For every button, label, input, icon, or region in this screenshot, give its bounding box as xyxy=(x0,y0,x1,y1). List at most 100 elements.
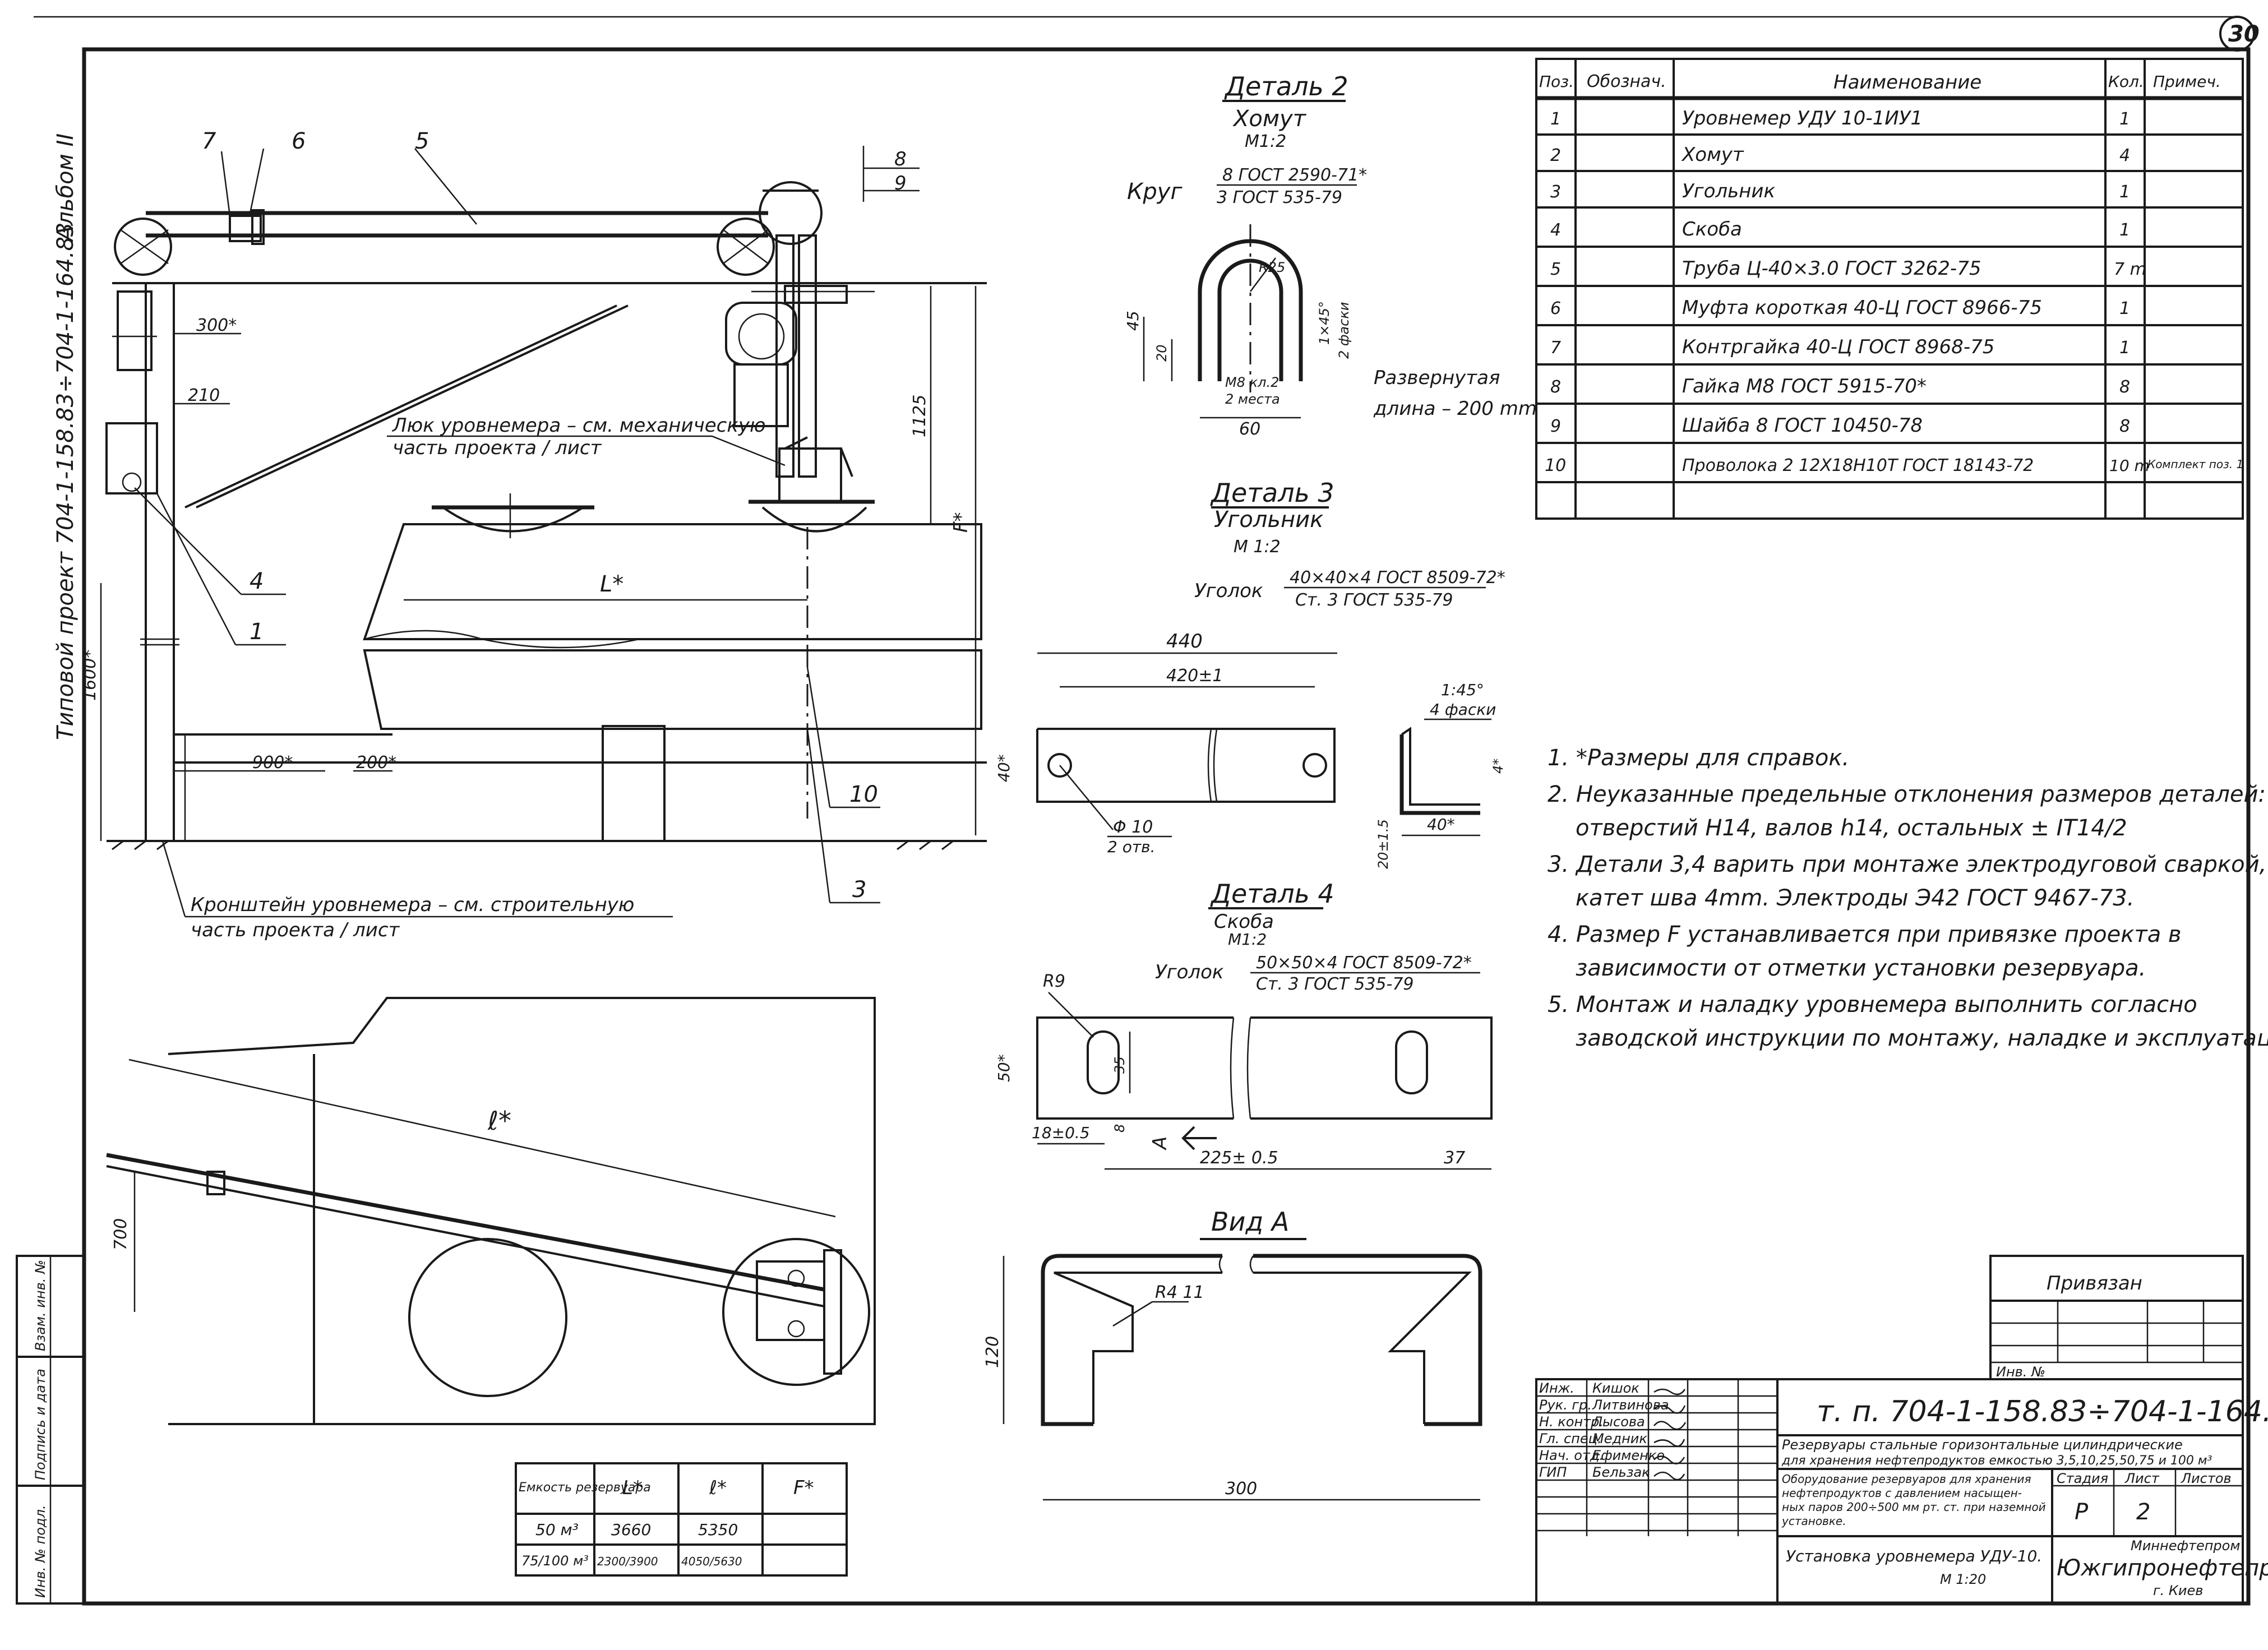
callout-8: 8 xyxy=(894,148,907,170)
note-bracket-2: часть проекта / лист xyxy=(191,919,400,941)
tb-signatures xyxy=(1653,1388,1687,1481)
spec-r3-pos: 3 xyxy=(1550,182,1561,202)
stamp-inv-orig: Инв. № подл. xyxy=(33,1505,48,1598)
tb-org3: г. Киев xyxy=(2153,1583,2203,1598)
detail2-material-label: Круг xyxy=(1127,179,1182,205)
tb-sub1: Оборудование резервуаров для хранения xyxy=(1782,1472,2031,1486)
detail3-d40: 40* xyxy=(995,754,1013,782)
detail2-mat-top: 8 ГОСТ 2590-71* xyxy=(1222,165,1367,185)
cap-r1-c0: 75/100 м³ xyxy=(521,1553,589,1569)
spec-header-note: Примеч. xyxy=(2153,72,2221,91)
dim-l-plan: ℓ* xyxy=(487,1106,511,1136)
viewa-d300: 300 xyxy=(1225,1479,1257,1499)
cap-header-0: Емкость резервуара xyxy=(519,1481,651,1495)
detail3-d20: 20±1.5 xyxy=(1375,819,1391,869)
detail2-thread2: 2 места xyxy=(1225,391,1280,407)
spec-header-qty: Кол. xyxy=(2108,72,2144,91)
stamp-signature: Подпись и дата xyxy=(33,1369,48,1480)
detail4-name: Скоба xyxy=(1214,910,1274,933)
cap-r0-c0: 50 м³ xyxy=(535,1520,579,1539)
callout-7: 7 xyxy=(202,128,216,154)
note-hatch-2: часть проекта / лист xyxy=(392,437,602,459)
spec-r5-pos: 5 xyxy=(1550,260,1561,279)
tb-item1: Установка уровнемера УДУ-10. xyxy=(1786,1547,2042,1565)
spec-r3-name: Угольник xyxy=(1682,180,1775,202)
detail2-thread: М8 кл.2 xyxy=(1225,375,1279,390)
spec-table: Поз. Обознач. Наименование Кол. Примеч. … xyxy=(1535,58,2244,520)
spec-header-pos: Поз. xyxy=(1539,72,1574,91)
sheet-number: 30 xyxy=(2228,21,2260,47)
detail-4: Деталь 4 Скоба М1:2 Уголок 50×50×4 ГОСТ … xyxy=(995,879,1493,1170)
spec-r4-name: Скоба xyxy=(1682,218,1742,241)
tb-org2: Южгипронефтепровод xyxy=(2057,1555,2268,1581)
callout-6: 6 xyxy=(292,128,306,154)
detail3-hole2: 2 отв. xyxy=(1107,838,1156,856)
note-4: 4. Размер F устанавливается при привязке… xyxy=(1548,922,2182,948)
spec-r5-qty: 7 m xyxy=(2114,260,2146,279)
note-bracket: Кронштейн уровнемера – см. строительную xyxy=(191,894,634,916)
detail4-scale: М1:2 xyxy=(1228,930,1267,949)
detail2-name: Хомут xyxy=(1232,106,1307,132)
spec-r3-qty: 1 xyxy=(2119,182,2130,202)
spec-r10-qty: 10 m xyxy=(2109,456,2150,475)
detail3-hole: Φ 10 xyxy=(1113,817,1153,837)
tb-sub3: ных паров 200÷500 мм рт. ст. при наземно… xyxy=(1782,1500,2046,1514)
dim-L: L* xyxy=(600,571,623,597)
dim-900: 900* xyxy=(252,753,293,773)
detail3-d40b: 40* xyxy=(1427,815,1455,834)
tb-name-5: Бельзак xyxy=(1592,1464,1650,1480)
main-elevation-view: 7 6 5 8 9 4 1 10 3 300* 210 1125 F* L* 1… xyxy=(80,128,987,941)
detail2-chamfer: 1×45° xyxy=(1317,301,1332,345)
detail4-material-label: Уголок xyxy=(1155,961,1224,983)
note-3b: катет шва 4mm. Электроды Э42 ГОСТ 9467-7… xyxy=(1576,885,2134,911)
detail4-d50: 50* xyxy=(995,1054,1013,1082)
tb-desc2: для хранения нефтепродуктов емкостью 3,5… xyxy=(1781,1454,2212,1468)
sheet-frame: 30 xyxy=(34,16,2260,1606)
detail2-r: R25 xyxy=(1259,260,1285,275)
spec-r1-qty: 1 xyxy=(2119,109,2130,129)
detail2-mat-bot: 3 ГОСТ 535-79 xyxy=(1217,188,1342,207)
spec-r8-qty: 8 xyxy=(2119,377,2130,397)
tb-name-4: Ефименко xyxy=(1592,1448,1665,1463)
viewa-title: Вид А xyxy=(1211,1207,1289,1237)
tb-name-3: Медник xyxy=(1592,1431,1647,1446)
dim-1125: 1125 xyxy=(910,395,930,437)
detail2-title: Деталь 2 xyxy=(1224,71,1348,101)
tb-sub4: установке. xyxy=(1781,1514,1846,1528)
callout-1: 1 xyxy=(250,619,264,645)
dim-200: 200* xyxy=(356,753,396,773)
detail4-d35: 35 xyxy=(1112,1056,1128,1074)
tb-role-4: Нач. отд. xyxy=(1539,1448,1604,1463)
spec-r1-pos: 1 xyxy=(1550,109,1561,129)
spec-r4-pos: 4 xyxy=(1550,220,1561,240)
detail-2: Деталь 2 Хомут М1:2 Круг 8 ГОСТ 2590-71*… xyxy=(1124,71,1537,439)
spec-r10-note: Комплект поз. 1 xyxy=(2147,457,2243,471)
spec-r6-name: Муфта короткая 40-Ц ГОСТ 8966-75 xyxy=(1682,297,2042,319)
cap-r1-c1: 2300/3900 xyxy=(597,1555,658,1568)
note-5: 5. Монтаж и наладку уровнемера выполнить… xyxy=(1548,992,2197,1018)
cap-r0-c2: 5350 xyxy=(698,1520,738,1539)
callout-10: 10 xyxy=(849,782,878,807)
spec-header-code: Обознач. xyxy=(1587,72,1666,91)
cap-header-3: F* xyxy=(793,1477,814,1499)
detail4-d225: 225± 0.5 xyxy=(1200,1148,1278,1168)
detail4-d8: 8 xyxy=(1112,1124,1128,1133)
tb-linked: Привязан xyxy=(2047,1272,2142,1295)
album-label: Альбом II xyxy=(53,133,78,243)
tb-name-1: Литвинова xyxy=(1592,1397,1669,1413)
detail2-dev: Развернутая xyxy=(1374,367,1500,389)
tb-name-2: Лысова xyxy=(1592,1414,1645,1430)
tb-role-2: Н. контр. xyxy=(1539,1414,1604,1430)
spec-r10-pos: 10 xyxy=(1545,456,1566,475)
side-stamp: Инв. № подл. Подпись и дата Взам. инв. № xyxy=(16,1255,85,1605)
dim-300: 300* xyxy=(196,316,237,335)
tb-name-0: Кишок xyxy=(1592,1380,1639,1396)
detail3-mat-bot: Ст. 3 ГОСТ 535-79 xyxy=(1295,590,1453,610)
detail4-title: Деталь 4 xyxy=(1210,879,1334,909)
dim-F: F* xyxy=(950,512,972,533)
spec-r4-qty: 1 xyxy=(2119,220,2130,240)
tb-role-5: ГИП xyxy=(1539,1464,1567,1480)
tb-org1: Миннефтепром xyxy=(2131,1538,2240,1554)
tb-desc1: Резервуары стальные горизонтальные цилин… xyxy=(1782,1437,2183,1453)
dim-210: 210 xyxy=(188,386,220,405)
